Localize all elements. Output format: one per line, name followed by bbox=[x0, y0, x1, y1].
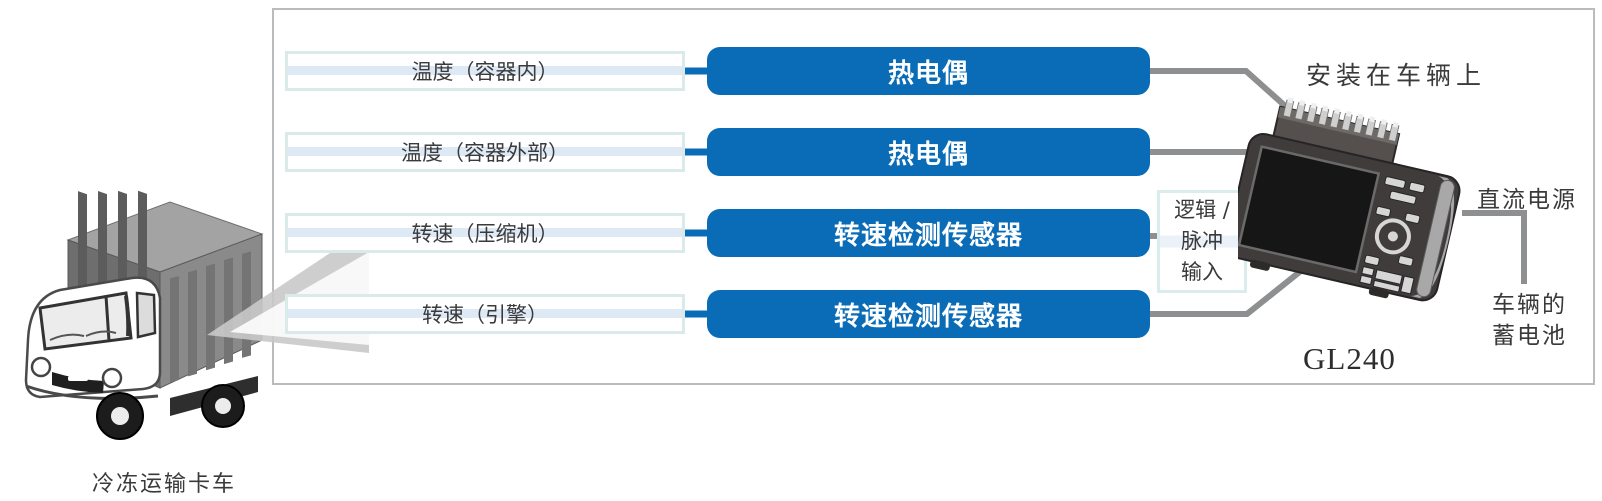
vehicle-battery-line1: 车辆的 bbox=[1492, 292, 1567, 318]
sensor-pill-text: 转速检测传感器 bbox=[833, 301, 1023, 332]
sensor-pill-rotation-1: 转速检测传感器 bbox=[707, 209, 1150, 257]
sensor-pill-text: 热电偶 bbox=[887, 139, 969, 170]
measurement-label-temp-outside: 温度（容器外部） bbox=[285, 132, 685, 172]
dc-power-label: 直流电源 bbox=[1477, 187, 1577, 213]
measurement-label-text: 温度（容器外部） bbox=[401, 141, 569, 165]
logic-pulse-line: 逻辑 / bbox=[1174, 198, 1230, 222]
sensor-pill-thermocouple-2: 热电偶 bbox=[707, 128, 1150, 176]
measurement-label-text: 温度（容器内） bbox=[411, 60, 559, 84]
sensor-pill-text: 热电偶 bbox=[887, 58, 969, 89]
measurement-label-rpm-compressor: 转速（压缩机） bbox=[285, 213, 685, 253]
logic-pulse-line: 输入 bbox=[1181, 260, 1223, 284]
logic-pulse-input-box: 逻辑 / 脉冲 输入 bbox=[1157, 190, 1247, 293]
sensor-pill-rotation-2: 转速检测传感器 bbox=[707, 290, 1150, 338]
mount-note: 安装在车辆上 bbox=[1306, 61, 1487, 90]
vehicle-battery-line2: 蓄电池 bbox=[1492, 323, 1567, 349]
logic-pulse-line: 脉冲 bbox=[1181, 229, 1223, 253]
sensor-pill-text: 转速检测传感器 bbox=[833, 220, 1023, 251]
vehicle-battery-label: 车辆的 蓄电池 bbox=[1492, 290, 1582, 352]
sensor-pill-thermocouple-1: 热电偶 bbox=[707, 47, 1150, 95]
measurement-label-rpm-engine: 转速（引擎） bbox=[285, 294, 685, 334]
measurement-label-temp-inside: 温度（容器内） bbox=[285, 51, 685, 91]
measurement-label-text: 转速（引擎） bbox=[422, 303, 548, 327]
truck-caption: 冷冻运输卡车 bbox=[92, 472, 237, 497]
measurement-label-text: 转速（压缩机） bbox=[411, 222, 559, 246]
refrigerated-truck-icon bbox=[24, 190, 264, 440]
device-model-label: GL240 bbox=[1303, 341, 1396, 376]
